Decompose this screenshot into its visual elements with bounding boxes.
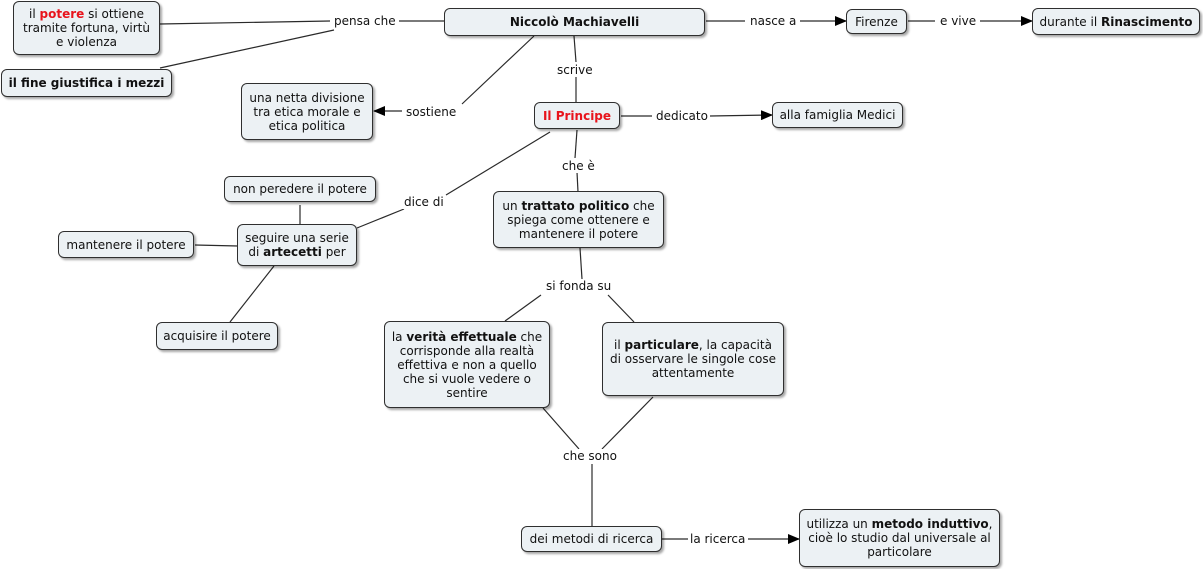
node-mantenere-text: mantenere il potere [66, 237, 186, 252]
node-artecetti[interactable]: seguire una serie di artecetti per [237, 224, 357, 266]
artecetti-keyword: artecetti [263, 245, 322, 259]
node-metodo-induttivo[interactable]: utilizza un metodo induttivo, cioè lo st… [799, 509, 1000, 567]
node-divisione[interactable]: una netta divisione tra etica morale e e… [241, 83, 373, 140]
node-potere-text: il potere si ottiene tramite fortuna, vi… [23, 7, 150, 49]
node-acquisire[interactable]: acquisire il potere [156, 322, 278, 350]
label-nasce-a: nasce a [748, 14, 799, 28]
label-dedicato: dedicato [654, 109, 710, 123]
node-rinascimento-text: durante il Rinascimento [1039, 14, 1193, 29]
node-artecetti-text: seguire una serie di artecetti per [245, 231, 349, 259]
node-il-principe[interactable]: Il Principe [534, 102, 620, 129]
node-verita-effettuale[interactable]: la verità effettuale che corrisponde all… [384, 321, 550, 408]
node-particulare[interactable]: il particulare, la capacità di osservare… [602, 322, 784, 396]
induttivo-keyword: metodo induttivo [871, 517, 989, 531]
node-firenze-text: Firenze [855, 14, 898, 29]
label-scrive: scrive [555, 63, 595, 77]
node-machiavelli-text: Niccolò Machiavelli [509, 15, 640, 29]
verita-keyword: verità effettuale [406, 329, 517, 344]
node-fine-giustifica-text: il fine giustifica i mezzi [8, 76, 165, 90]
trattato-keyword: trattato politico [521, 198, 630, 213]
node-il-principe-text: Il Principe [542, 108, 612, 123]
node-trattato[interactable]: un trattato politico che spiega come ott… [493, 191, 664, 248]
label-pensa-che: pensa che [332, 14, 398, 28]
node-metodi-ricerca-text: dei metodi di ricerca [529, 532, 654, 546]
particulare-keyword: particulare [624, 338, 699, 352]
label-che-e: che è [560, 159, 597, 173]
node-non-perdere[interactable]: non peredere il potere [224, 176, 376, 202]
label-che-sono: che sono [561, 449, 619, 463]
node-mantenere[interactable]: mantenere il potere [58, 231, 194, 258]
node-rinascimento[interactable]: durante il Rinascimento [1032, 8, 1200, 35]
potere-keyword: potere [39, 7, 85, 21]
rinascimento-keyword: Rinascimento [1100, 14, 1193, 29]
label-e-vive: e vive [938, 14, 979, 28]
node-fine-giustifica[interactable]: il fine giustifica i mezzi [1, 69, 172, 97]
node-potere[interactable]: il potere si ottiene tramite fortuna, vi… [13, 1, 160, 55]
node-machiavelli[interactable]: Niccolò Machiavelli [444, 8, 705, 36]
label-si-fonda-su: si fonda su [544, 279, 614, 293]
node-famiglia-medici[interactable]: alla famiglia Medici [772, 102, 903, 128]
node-acquisire-text: acquisire il potere [163, 329, 271, 343]
node-firenze[interactable]: Firenze [846, 9, 907, 34]
node-metodo-induttivo-text: utilizza un metodo induttivo, cioè lo st… [806, 517, 993, 559]
label-dice-di: dice di [402, 195, 446, 209]
node-divisione-text: una netta divisione tra etica morale e e… [249, 90, 365, 133]
label-sostiene: sostiene [404, 105, 459, 119]
node-particulare-text: il particulare, la capacità di osservare… [609, 338, 777, 380]
node-verita-effettuale-text: la verità effettuale che corrisponde all… [391, 329, 543, 400]
node-famiglia-medici-text: alla famiglia Medici [779, 108, 896, 122]
node-non-perdere-text: non peredere il potere [233, 182, 367, 196]
node-metodi-ricerca[interactable]: dei metodi di ricerca [521, 526, 662, 552]
label-la-ricerca: la ricerca [688, 532, 748, 546]
node-trattato-text: un trattato politico che spiega come ott… [502, 198, 655, 241]
